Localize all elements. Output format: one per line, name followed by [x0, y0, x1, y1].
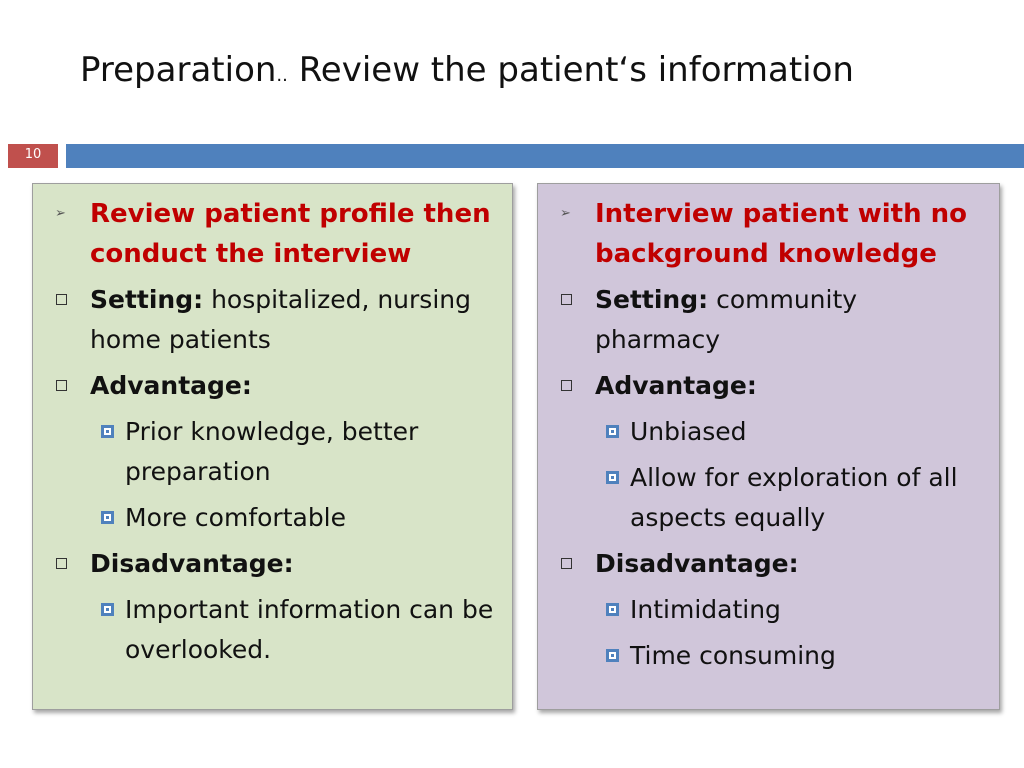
right-advantage-1: Unbiased: [548, 412, 989, 452]
right-setting-item: Setting: community pharmacy: [548, 280, 989, 360]
slide-number: 10: [8, 144, 58, 168]
title-part-1: Preparation: [80, 50, 277, 90]
square-bullet-icon: [561, 294, 572, 305]
left-advantage-1: Prior knowledge, better preparation: [43, 412, 502, 492]
left-disadvantage-label: Disadvantage:: [90, 549, 294, 578]
right-disadvantage-item: Disadvantage:: [548, 544, 989, 584]
right-heading-item: ➢ Interview patient with no background k…: [548, 194, 989, 274]
blue-square-bullet-icon: [606, 425, 619, 438]
square-bullet-icon: [56, 558, 67, 569]
left-disadvantage-item: Disadvantage:: [43, 544, 502, 584]
right-setting-label: Setting:: [595, 285, 709, 314]
square-bullet-icon: [561, 558, 572, 569]
accent-bar: [66, 144, 1024, 168]
right-disadvantage-2-text: Time consuming: [630, 641, 836, 670]
right-advantage-1-text: Unbiased: [630, 417, 747, 446]
blue-square-bullet-icon: [101, 425, 114, 438]
square-bullet-icon: [56, 380, 67, 391]
right-setting-text: community pharmacy: [595, 285, 858, 354]
right-disadvantage-1: Intimidating: [548, 590, 989, 630]
square-bullet-icon: [561, 380, 572, 391]
blue-square-bullet-icon: [606, 603, 619, 616]
right-advantage-label: Advantage:: [595, 371, 757, 400]
left-advantage-item: Advantage:: [43, 366, 502, 406]
blue-square-bullet-icon: [101, 603, 114, 616]
right-panel: ➢ Interview patient with no background k…: [537, 183, 1000, 710]
right-heading: Interview patient with no background kno…: [595, 199, 968, 269]
arrow-bullet-icon: ➢: [55, 206, 66, 221]
right-advantage-2-text: Allow for exploration of all aspects equ…: [630, 463, 958, 532]
left-setting-item: Setting: hospitalized, nursing home pati…: [43, 280, 502, 360]
blue-square-bullet-icon: [606, 471, 619, 484]
title-dots: ..: [276, 65, 288, 86]
left-advantage-label: Advantage:: [90, 371, 252, 400]
blue-square-bullet-icon: [101, 511, 114, 524]
left-advantage-2: More comfortable: [43, 498, 502, 538]
left-advantage-1-text: Prior knowledge, better preparation: [125, 417, 419, 486]
right-disadvantage-1-text: Intimidating: [630, 595, 781, 624]
left-disadvantage-1: Important information can be overlooked.: [43, 590, 502, 670]
left-heading: Review patient profile then conduct the …: [90, 199, 491, 269]
arrow-bullet-icon: ➢: [560, 206, 571, 221]
left-heading-item: ➢ Review patient profile then conduct th…: [43, 194, 502, 274]
right-disadvantage-label: Disadvantage:: [595, 549, 799, 578]
slide-title: Preparation.. Review the patient‘s infor…: [80, 48, 1000, 98]
left-panel: ➢ Review patient profile then conduct th…: [32, 183, 513, 710]
square-bullet-icon: [56, 294, 67, 305]
left-setting-label: Setting:: [90, 285, 204, 314]
right-advantage-item: Advantage:: [548, 366, 989, 406]
left-setting-text: hospitalized, nursing home patients: [90, 285, 471, 354]
left-disadvantage-1-text: Important information can be overlooked.: [125, 595, 494, 664]
title-part-2: Review the patient‘s information: [298, 50, 854, 90]
right-advantage-2: Allow for exploration of all aspects equ…: [548, 458, 989, 538]
blue-square-bullet-icon: [606, 649, 619, 662]
left-advantage-2-text: More comfortable: [125, 503, 347, 532]
right-disadvantage-2: Time consuming: [548, 636, 989, 676]
